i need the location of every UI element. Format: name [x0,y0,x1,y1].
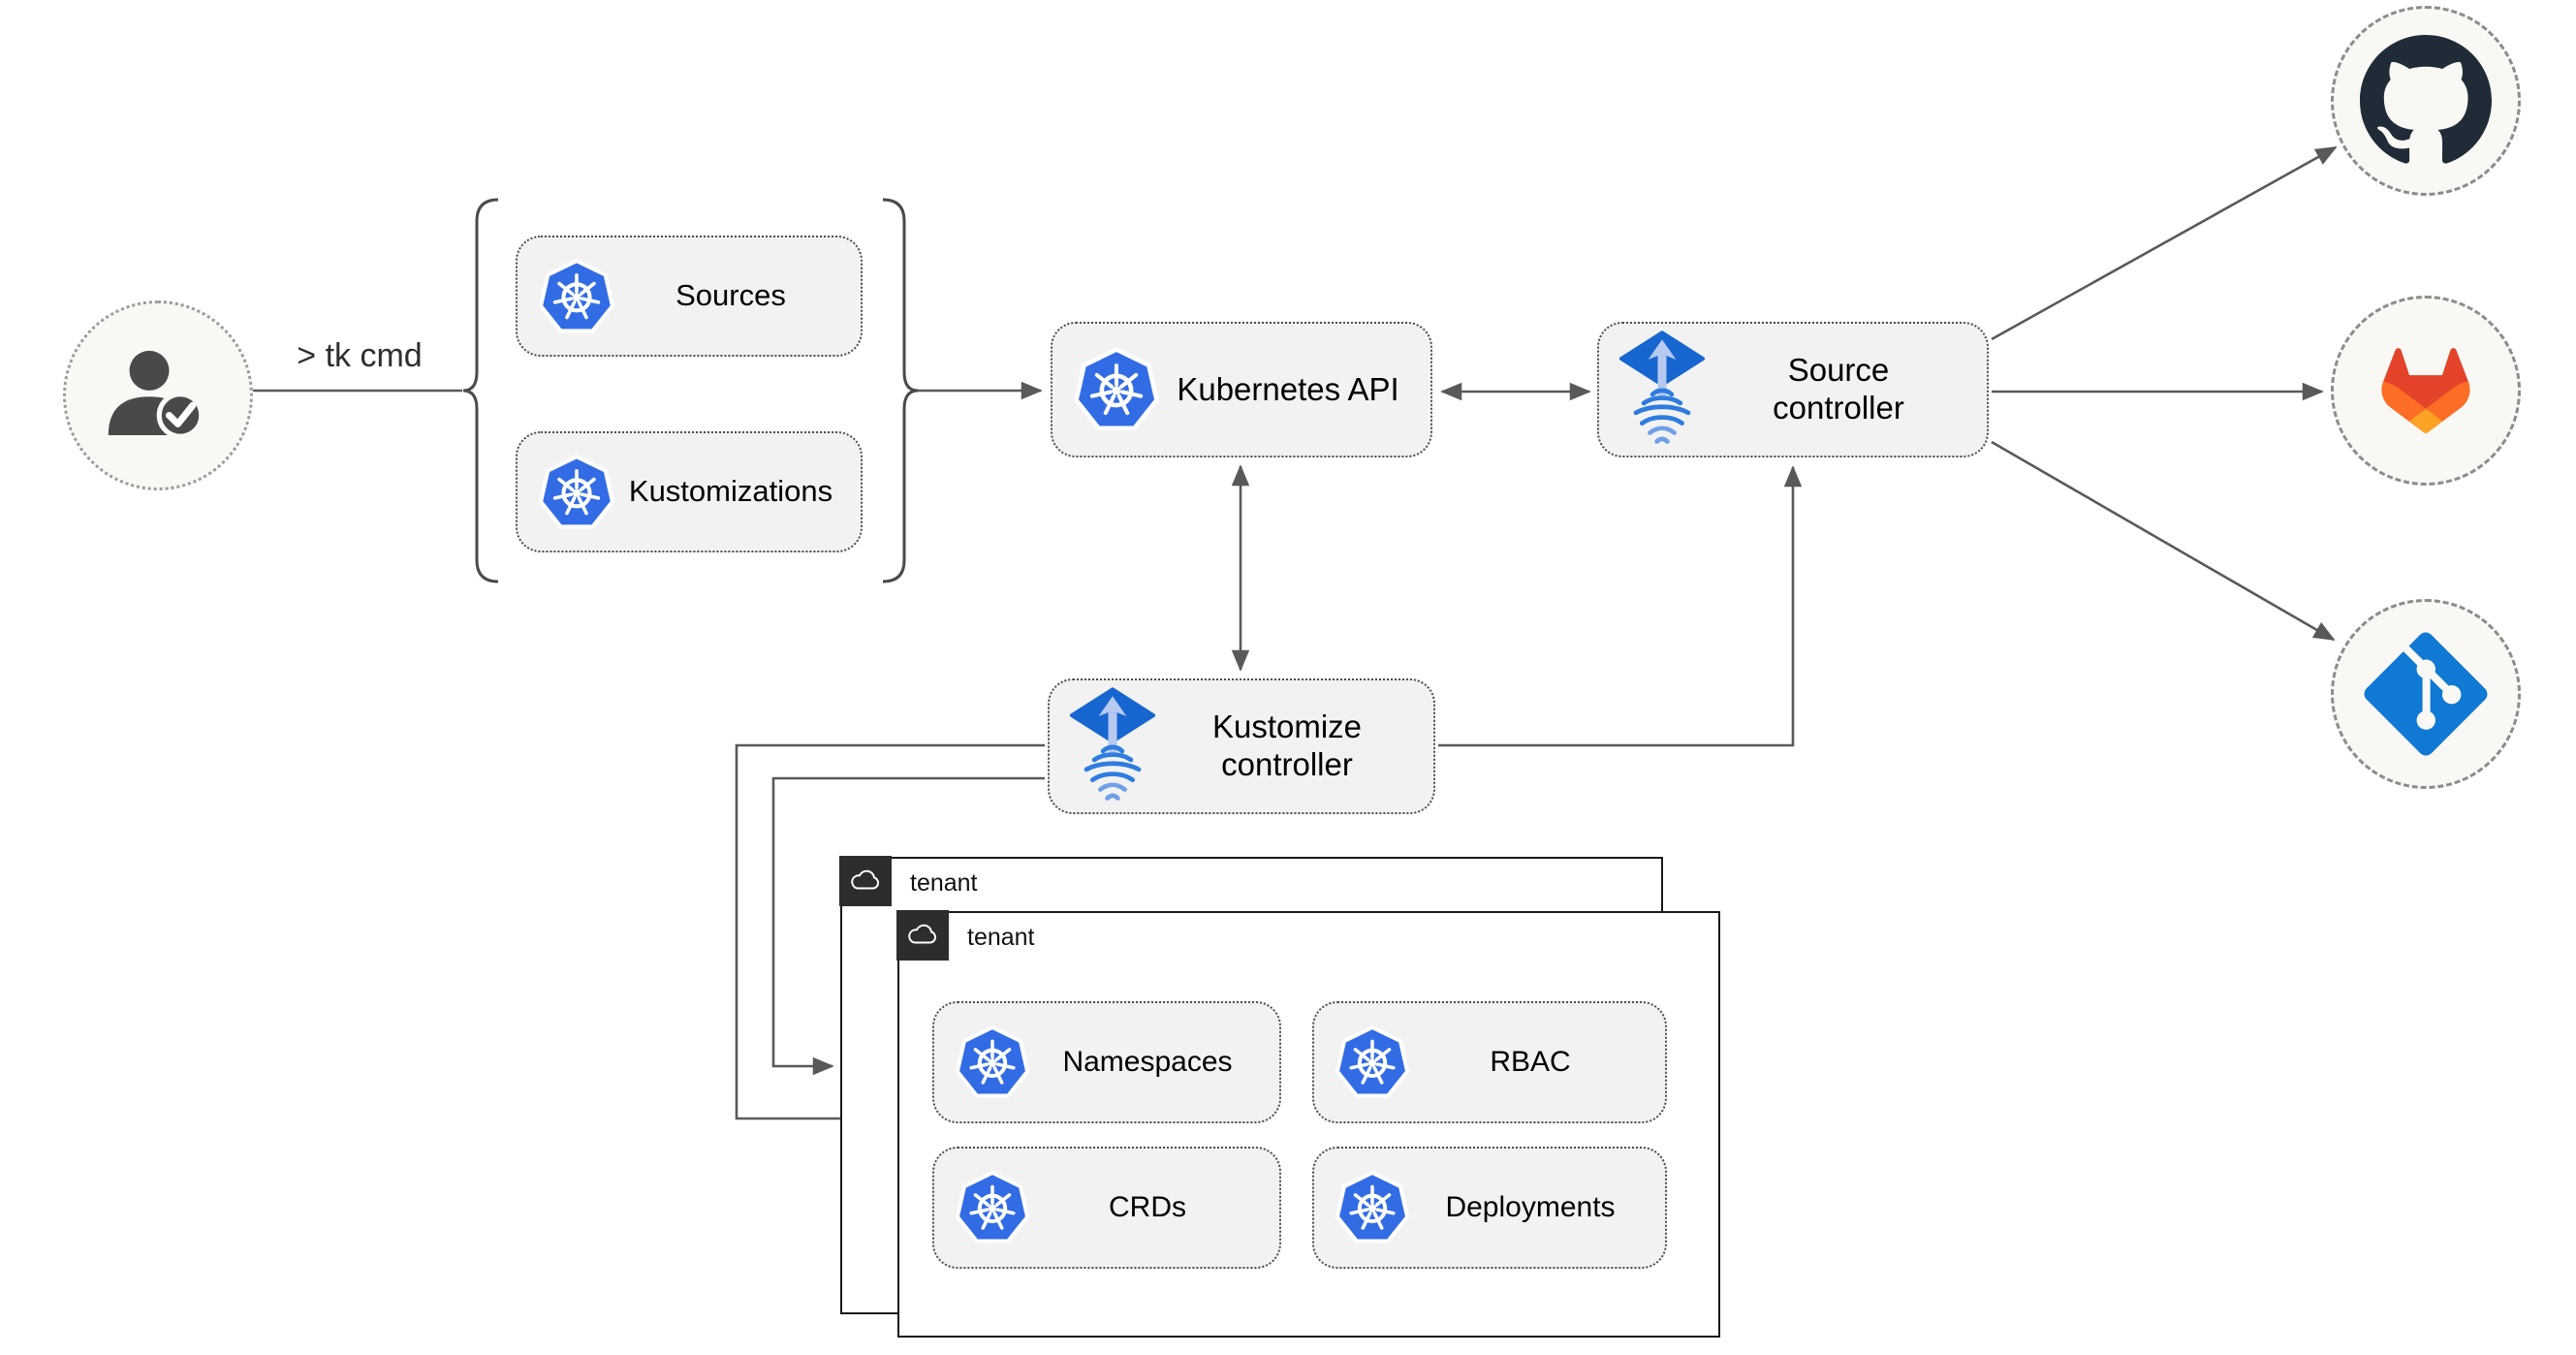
node-kustomizations: Kustomizations [516,431,863,552]
node-kubernetes-api: Kubernetes API [1051,322,1432,457]
tenant-tab [896,910,950,961]
bracket-left [462,198,499,583]
gitlab-icon [2339,303,2513,478]
arrow-kustomize-to-tenant-back [771,776,1045,1076]
node-kustomize-controller-label: Kustomize controller [1211,709,1363,782]
node-namespaces: Namespaces [932,1001,1281,1123]
node-namespaces-label: Namespaces [1062,1046,1233,1079]
kubernetes-icon [954,1024,1031,1101]
node-crds-label: CRDs [1109,1191,1186,1224]
node-source-controller: Source controller [1597,322,1989,457]
arrow-kustomize-to-source-controller [1438,465,1803,747]
cloud-icon [905,924,940,947]
tenant-box-front: tenant Namespaces RBAC CRDs Deployments [896,910,1720,1338]
kubernetes-icon [954,1169,1031,1246]
node-deployments: Deployments [1312,1147,1667,1269]
tenant-label: tenant [967,924,1035,951]
node-sources: Sources [516,236,863,357]
node-source-controller-label: Source controller [1773,352,1904,425]
provider-git [2331,599,2521,789]
node-rbac: RBAC [1312,1001,1667,1123]
bracket-right [882,198,919,583]
kubernetes-icon [537,453,616,532]
user-check-icon [96,333,220,457]
tk-command-label: > tk cmd [297,337,423,374]
cloud-icon [848,869,883,893]
kubernetes-icon [537,257,616,336]
flux-icon [1618,331,1706,449]
kubernetes-icon [1072,345,1161,434]
tenant-tab [839,856,893,907]
tenant-label: tenant [910,869,978,897]
kubernetes-icon [1334,1024,1411,1101]
node-rbac-label: RBAC [1490,1046,1571,1079]
kubernetes-icon [1334,1169,1411,1246]
github-icon [2360,35,2492,167]
node-kustomizations-label: Kustomizations [628,474,833,509]
node-deployments-label: Deployments [1445,1191,1616,1224]
node-kubernetes-api-label: Kubernetes API [1177,370,1399,407]
node-sources-label: Sources [675,278,786,313]
node-crds: CRDs [932,1147,1281,1269]
flux-icon [1069,687,1156,805]
node-kustomize-controller: Kustomize controller [1048,678,1435,814]
user-avatar [63,300,253,490]
git-icon [2361,629,2491,759]
arrow-source-to-git [1991,440,2336,642]
arrow-kustomize-to-tenant-front [735,743,1045,1128]
provider-gitlab [2331,296,2521,486]
provider-github [2331,6,2521,196]
arrow-source-to-github [1991,145,2338,341]
